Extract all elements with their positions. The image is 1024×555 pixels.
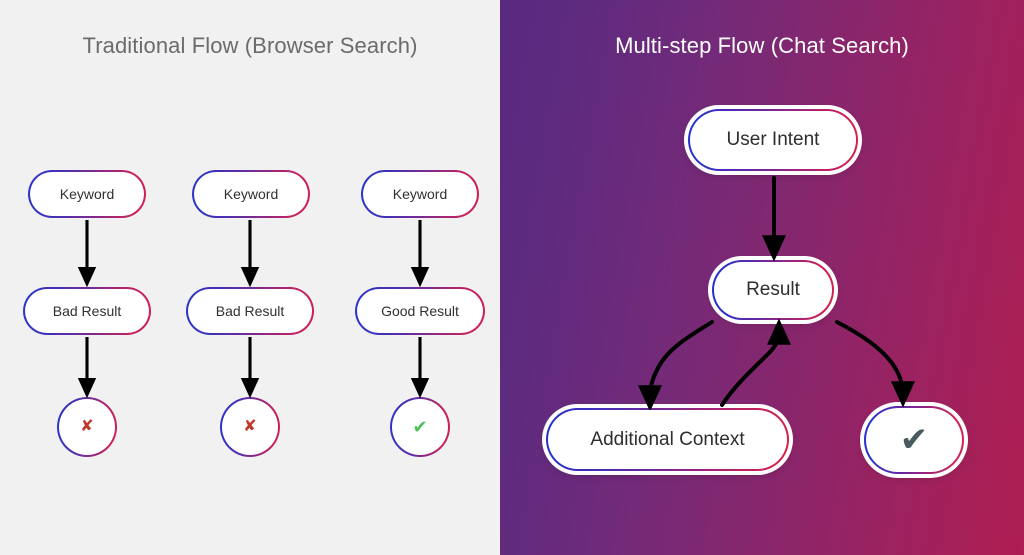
check-icon-glyph: ✔: [899, 421, 929, 459]
keyword-node-3[interactable]: Keyword: [361, 170, 479, 218]
outcome-node-2[interactable]: ✘: [220, 397, 280, 457]
multistep-flow-title: Multi-step Flow (Chat Search): [615, 33, 909, 58]
cross-icon: ✘: [221, 398, 279, 456]
cross-icon-glyph: ✘: [80, 418, 94, 435]
result-label: Result: [714, 262, 832, 318]
success-node[interactable]: ✔: [864, 406, 964, 474]
arrow-result-to-context: [638, 320, 714, 412]
arrow-result-to-success: [835, 320, 915, 408]
result-node-2-label: Bad Result: [187, 288, 313, 334]
additional-context-node[interactable]: Additional Context: [546, 408, 789, 471]
check-icon-glyph: ✔: [412, 417, 428, 437]
keyword-node-3-label: Keyword: [362, 171, 478, 217]
check-icon: ✔: [391, 398, 449, 456]
result-node-3[interactable]: Good Result: [355, 287, 485, 335]
arrow-context-to-result: [720, 318, 791, 407]
traditional-flow-title: Traditional Flow (Browser Search): [82, 33, 418, 58]
result-node-2[interactable]: Bad Result: [186, 287, 314, 335]
cross-icon-glyph: ✘: [243, 418, 257, 435]
keyword-node-2[interactable]: Keyword: [192, 170, 310, 218]
outcome-node-1[interactable]: ✘: [57, 397, 117, 457]
result-node-3-label: Good Result: [356, 288, 484, 334]
keyword-node-1-label: Keyword: [29, 171, 145, 217]
result-node-1[interactable]: Bad Result: [23, 287, 151, 335]
result-node-1-label: Bad Result: [24, 288, 150, 334]
cross-icon: ✘: [58, 398, 116, 456]
traditional-flow-arrows: [77, 220, 430, 399]
keyword-node-1[interactable]: Keyword: [28, 170, 146, 218]
traditional-flow-panel: Traditional Flow (Browser Search) Keywor…: [0, 0, 501, 555]
user-intent-node[interactable]: User Intent: [688, 109, 858, 171]
additional-context-label: Additional Context: [548, 410, 787, 469]
multistep-flow-panel: Multi-step Flow (Chat Search) User Inten…: [500, 0, 1024, 555]
outcome-node-3[interactable]: ✔: [390, 397, 450, 457]
keyword-node-2-label: Keyword: [193, 171, 309, 217]
user-intent-label: User Intent: [690, 111, 856, 169]
check-icon: ✔: [866, 408, 962, 472]
result-node[interactable]: Result: [712, 260, 834, 320]
